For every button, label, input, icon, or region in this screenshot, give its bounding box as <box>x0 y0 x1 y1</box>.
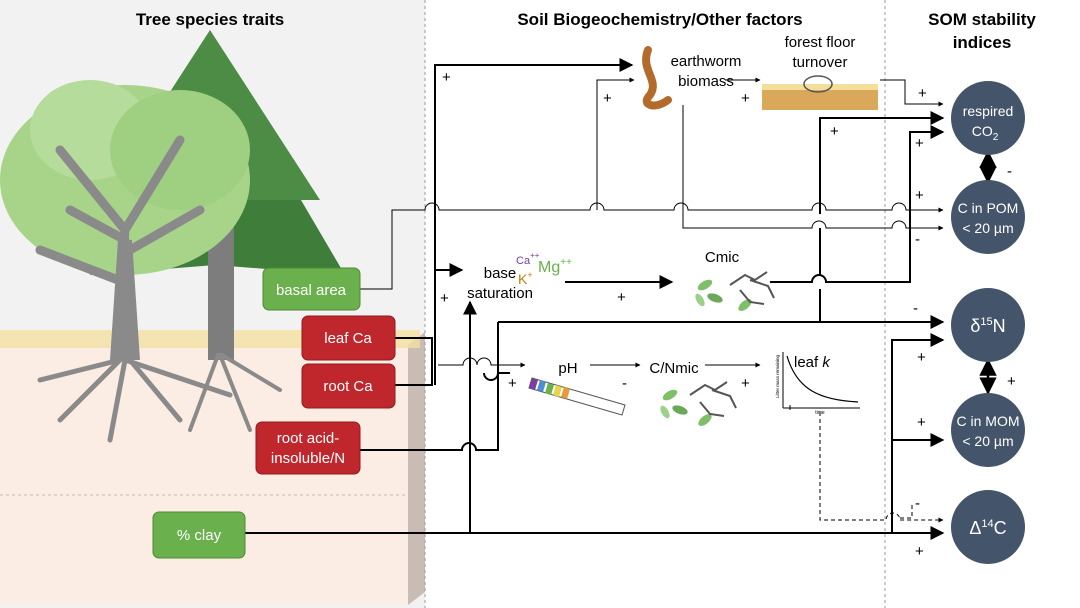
sign-plus: + <box>915 543 924 560</box>
signs: + + + + + + + - - + + - + - + + + + - + <box>440 69 1016 560</box>
section-title-som-2: indices <box>953 33 1012 52</box>
d15n-node: δ15N <box>951 288 1025 362</box>
leaf-k-graph-ylabel: Litter mass remaining <box>775 354 780 398</box>
mom-label-1: C in MOM <box>957 413 1020 429</box>
earthworm-label-1: earthworm <box>671 53 742 70</box>
sign-plus: + <box>917 349 926 366</box>
sign-plus: + <box>1007 373 1016 390</box>
respired-co2-node: respired CO2 <box>951 81 1025 155</box>
sign-minus: - <box>915 495 920 512</box>
c-in-pom-node: C in POM < 20 µm <box>951 180 1025 254</box>
sign-plus: + <box>915 135 924 152</box>
root-acid-box: root acid- insoluble/N <box>255 421 361 475</box>
forest-floor-icon <box>762 75 878 110</box>
sign-plus: + <box>508 375 517 392</box>
section-title-soil: Soil Biogeochemistry/Other factors <box>517 10 802 29</box>
deciduous-tree-icon <box>0 80 282 443</box>
cmic-label: Cmic <box>705 249 740 266</box>
ph-label: pH <box>558 360 577 377</box>
sign-plus: + <box>917 414 926 431</box>
section-title-som-1: SOM stability <box>928 10 1036 29</box>
d14c-node: Δ14C <box>951 490 1025 564</box>
sign-plus: + <box>617 289 626 306</box>
forest-floor-label-1: forest floor <box>785 34 856 51</box>
root-ca-box: root Ca <box>301 363 396 409</box>
ph-strip-icon <box>528 377 626 416</box>
basal-area-box: basal area <box>262 267 361 311</box>
root-acid-label-2: insoluble/N <box>271 450 345 467</box>
cn-mic-label: C/Nmic <box>649 360 699 377</box>
leaf-k-graph-xlabel: time <box>815 410 825 416</box>
leaf-ca-box: leaf Ca <box>301 315 396 361</box>
c-in-mom-node: C in MOM < 20 µm <box>951 393 1025 467</box>
sign-minus: - <box>1007 163 1012 180</box>
sign-plus: + <box>830 123 839 140</box>
sign-plus: + <box>741 90 750 107</box>
connections <box>245 58 997 540</box>
respired-label-1: respired <box>963 103 1014 119</box>
root-acid-label-1: root acid- <box>277 430 340 447</box>
sign-plus: + <box>603 90 612 107</box>
clay-label: % clay <box>177 527 222 544</box>
sign-plus: + <box>440 290 449 307</box>
sign-minus: - <box>915 231 920 248</box>
microbes-icon-2 <box>660 381 737 426</box>
leaf-ca-label: leaf Ca <box>324 330 372 347</box>
microbes-icon-1 <box>695 271 775 311</box>
basal-area-label: basal area <box>276 282 347 299</box>
ion-ca: Ca++ <box>516 251 540 267</box>
respired-label-2: CO2 <box>972 123 999 143</box>
earthworm-icon <box>642 46 672 110</box>
ion-k: K+ <box>518 270 533 287</box>
clay-box: % clay <box>152 511 246 559</box>
sign-minus: - <box>622 375 627 392</box>
sign-minus: - <box>913 300 918 317</box>
base-saturation-label-2: saturation <box>467 285 533 302</box>
leaf-k-graph-icon <box>782 352 860 409</box>
mom-label-2: < 20 µm <box>962 433 1013 449</box>
d15n-label: δ15N <box>970 316 1005 336</box>
ion-mg: Mg++ <box>538 257 572 276</box>
leaf-k-label: leaf k <box>794 354 831 371</box>
sign-plus: + <box>918 85 927 102</box>
sign-plus: + <box>741 375 750 392</box>
root-ca-label: root Ca <box>323 378 373 395</box>
pom-label-2: < 20 µm <box>962 220 1013 236</box>
sign-plus: + <box>915 187 924 204</box>
section-title-traits: Tree species traits <box>136 10 284 29</box>
earthworm-label-2: biomass <box>678 73 734 90</box>
base-saturation-label-1: base <box>484 265 517 282</box>
d14c-label: Δ14C <box>969 518 1006 538</box>
forest-floor-label-2: turnover <box>792 54 847 71</box>
pom-label-1: C in POM <box>958 200 1019 216</box>
sign-plus: + <box>442 69 451 86</box>
soil-block-side <box>408 332 425 605</box>
